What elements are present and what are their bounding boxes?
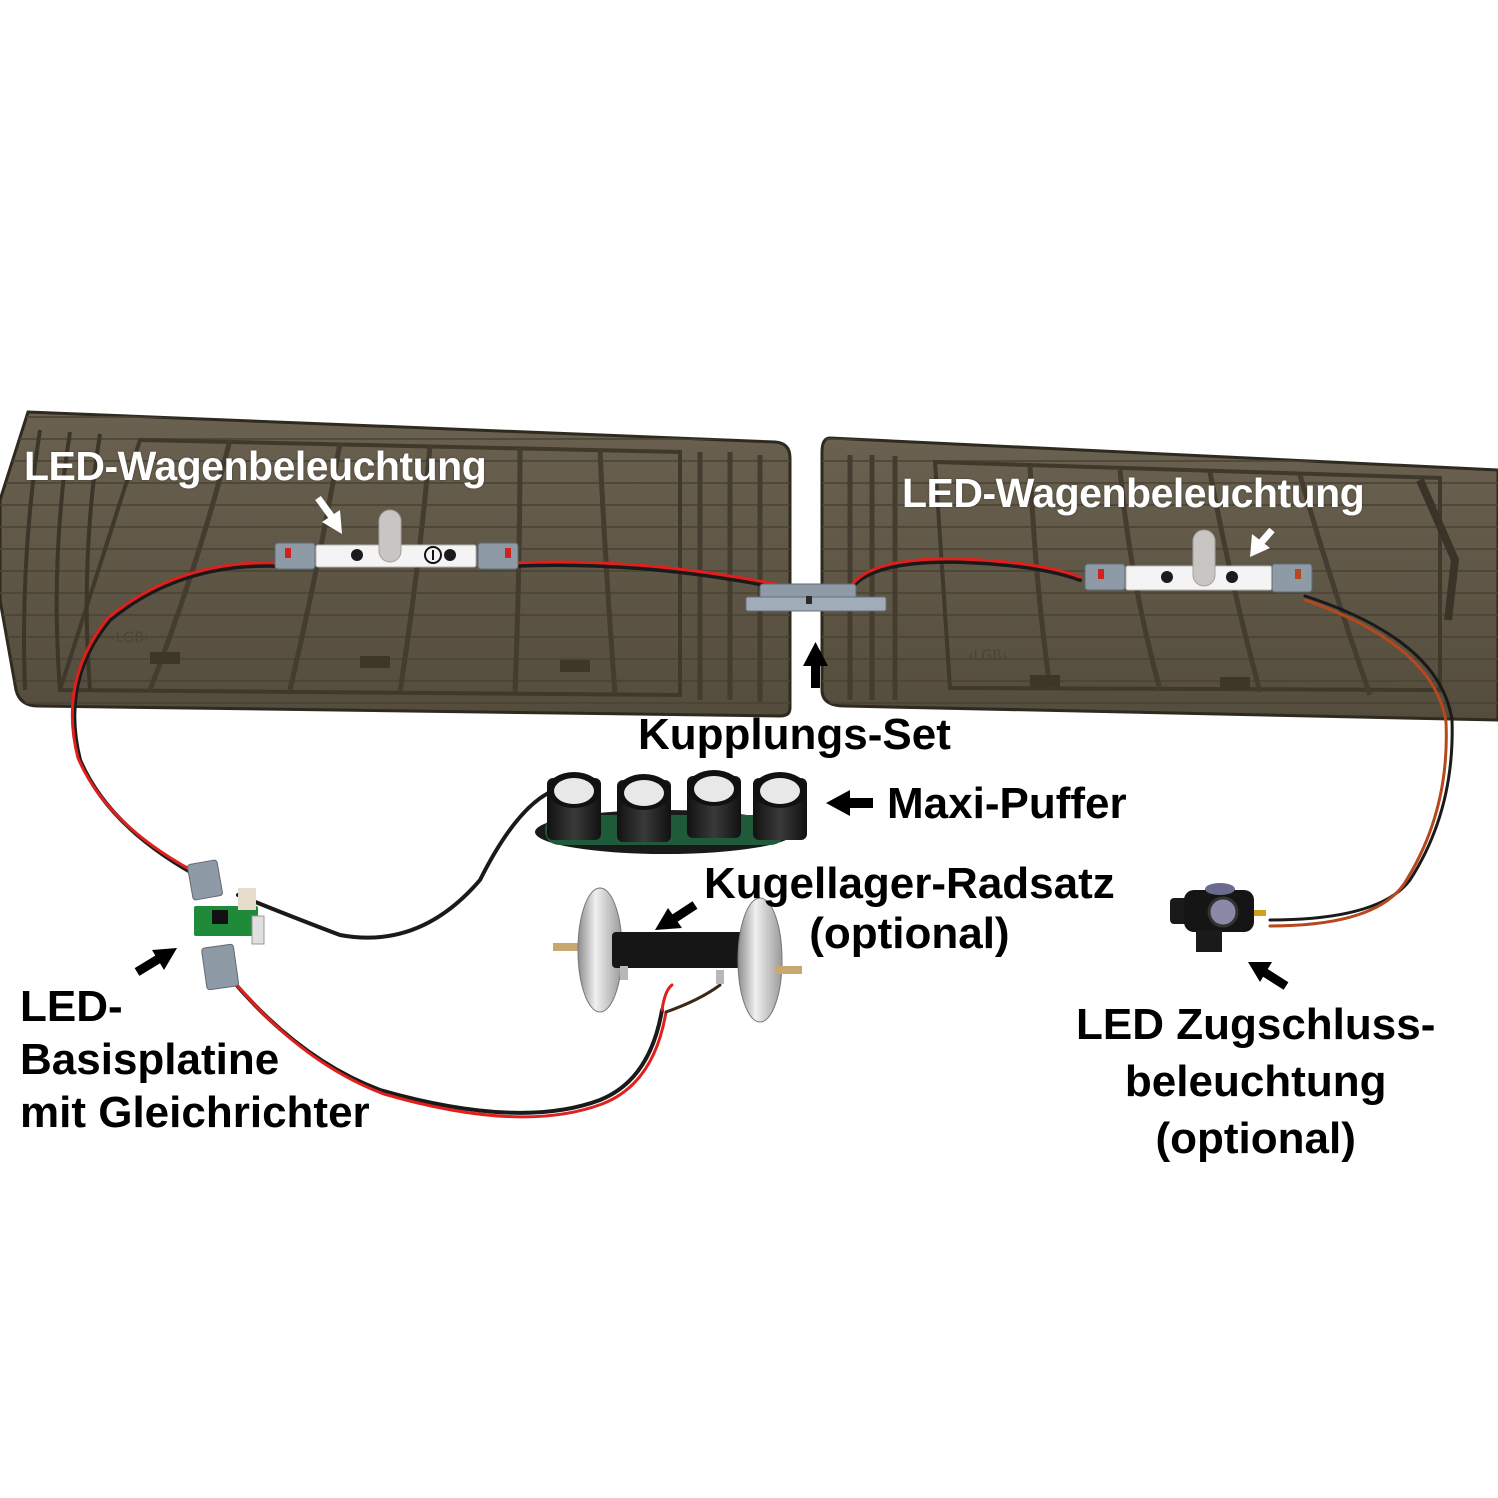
- arrow-icon-wheelset: [655, 901, 698, 930]
- wire-right-strip-to-taillight: [1268, 594, 1454, 922]
- label-line: LED-: [20, 982, 123, 1031]
- coupling-connector: [745, 583, 887, 612]
- label-maxi-buffer: Maxi-Puffer: [887, 779, 1127, 828]
- led-strip-left: [274, 509, 519, 570]
- capacitor: [617, 774, 671, 842]
- tail-light: [1170, 883, 1266, 952]
- label-line: (optional): [1155, 1114, 1356, 1163]
- svg-text:‹LGB›: ‹LGB›: [968, 648, 1007, 664]
- arrow-icon-taillight: [1248, 962, 1289, 990]
- label-line: LED Zugschluss-: [1076, 1000, 1436, 1049]
- wire-baseboard-to-buffer: [236, 786, 562, 940]
- capacitor-buffer: [535, 770, 807, 854]
- annotation-arrows: [134, 495, 1289, 990]
- arrow-icon-coupling: [803, 642, 828, 688]
- wires: [70, 557, 1454, 1119]
- base-board: [187, 859, 265, 991]
- capacitor: [687, 770, 741, 838]
- label-led-base-board: LED- Basisplatine mit Gleichrichter: [20, 980, 370, 1139]
- wire-left-strip-to-coupling: [510, 562, 782, 590]
- coach-floor-left: ‹LGB›: [0, 410, 792, 718]
- arrow-icon-led-strip-right: [1250, 527, 1275, 557]
- wire-coupling-to-right-strip: [848, 559, 1082, 592]
- label-led-coach-lighting-right: LED-Wagenbeleuchtung: [902, 470, 1365, 516]
- arrow-icon-led-strip-left: [315, 495, 342, 534]
- label-led-coach-lighting-left: LED-Wagenbeleuchtung: [24, 443, 487, 489]
- led-strip-right: [1084, 529, 1313, 593]
- arrow-icon-baseboard: [134, 948, 177, 976]
- svg-text:‹LGB›: ‹LGB›: [110, 630, 149, 646]
- label-ball-bearing-wheelset: Kugellager-Radsatz (optional): [704, 862, 1115, 956]
- label-line: beleuchtung: [1124, 1057, 1387, 1106]
- capacitor: [753, 772, 807, 840]
- label-line: mit Gleichrichter: [20, 1088, 370, 1137]
- label-line: Basisplatine: [20, 1035, 280, 1084]
- capacitor: [547, 772, 601, 840]
- label-line: Kugellager-Radsatz: [704, 859, 1115, 908]
- label-line: (optional): [809, 909, 1010, 958]
- label-coupling-set: Kupplungs-Set: [638, 710, 951, 759]
- arrow-icon-buffer: [826, 790, 873, 816]
- wheelset: [553, 887, 802, 1023]
- label-led-tail-light: LED Zugschluss- beleuchtung (optional): [1076, 996, 1435, 1167]
